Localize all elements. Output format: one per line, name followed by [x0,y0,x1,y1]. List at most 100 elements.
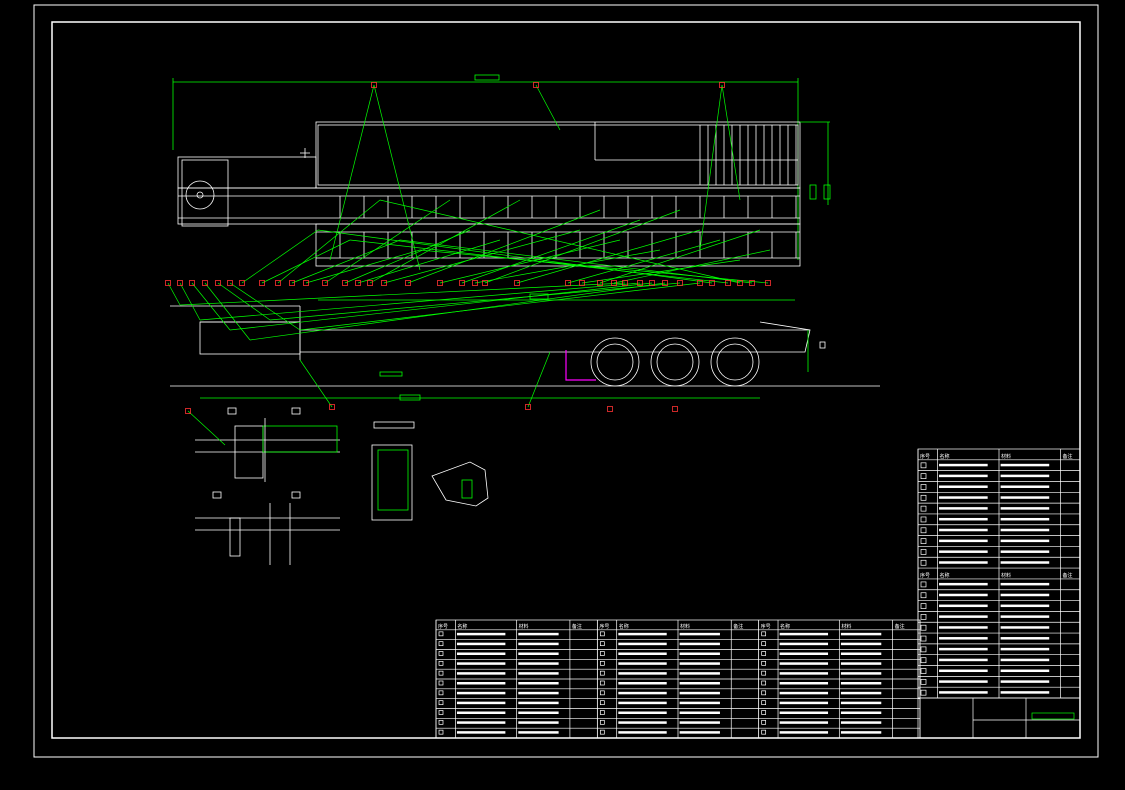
part-balloon [227,280,233,286]
bom-text-placeholder [1000,507,1050,510]
bom-text-placeholder [840,632,882,636]
leader-line [269,282,681,321]
bom-index-box [438,729,444,735]
part-balloon [355,280,361,286]
bom-index-box [599,700,605,706]
bom-text-placeholder [779,652,829,655]
bom-index-box [761,670,767,676]
bom-text-placeholder [939,528,988,532]
part-balloon [662,280,668,286]
bom-index-box [920,549,927,555]
bom-text-placeholder [1000,637,1050,640]
bom-text-placeholder [679,701,720,705]
bom-text-placeholder [456,642,506,646]
bom-text-placeholder [618,652,667,655]
part-balloon [289,280,295,286]
bom-text-placeholder [679,731,720,734]
bom-text-placeholder [618,711,667,714]
part-balloon [342,280,348,286]
bom-text-placeholder [1000,658,1050,662]
bom-index-box [599,719,605,725]
leader-line [379,199,741,284]
bom-text-placeholder [518,731,559,734]
bom-text-placeholder [618,721,667,724]
bom-text-placeholder [1000,604,1050,608]
bom-text-placeholder [1000,593,1050,597]
bom-text-placeholder [518,642,559,646]
leader-line [419,249,769,284]
bom-text-placeholder [1000,550,1050,553]
leader-line [527,351,551,408]
bom-text-placeholder [518,721,559,724]
part-balloon [371,82,377,88]
part-balloon [765,280,771,286]
leader-line [535,84,561,131]
bom-index-box [438,690,444,696]
bom-text-placeholder [840,701,882,705]
bom-index-box [599,631,605,637]
bom-text-placeholder [518,672,559,675]
bom-text-placeholder [679,711,720,714]
bom-text-placeholder [1000,528,1050,532]
part-balloon [579,280,585,286]
bom-text-placeholder [939,561,988,564]
leader-line [369,199,521,284]
bom-text-placeholder [840,721,882,724]
bom-header-cell: 序号 [920,453,930,460]
leader-line [567,239,721,284]
part-balloon [239,280,245,286]
bom-header-cell: 材料 [680,623,690,630]
bom-text-placeholder [779,691,829,695]
part-balloon [482,280,488,286]
bom-index-box [920,592,927,599]
bom-text-placeholder [939,539,988,543]
bom-text-placeholder [456,632,506,636]
bom-header-cell: 名称 [780,623,790,630]
leader-line [305,249,421,284]
bom-index-box [438,670,444,676]
bom-text-placeholder [456,701,506,705]
bom-text-placeholder [939,496,988,499]
bom-text-placeholder [939,593,988,597]
bom-index-box [438,710,444,715]
leader-line [261,239,351,284]
part-balloon [611,280,617,286]
part-balloon [719,82,725,88]
bom-index-box [920,668,927,674]
bom-index-box [761,660,767,666]
bom-text-placeholder [1000,669,1050,673]
bom-text-placeholder [840,731,882,734]
leader-line [199,282,641,321]
part-balloon [677,280,683,286]
leader-line [721,84,741,201]
bom-text-placeholder [679,642,720,646]
bom-header-cell: 材料 [519,623,529,630]
bom-text-placeholder [1000,561,1050,564]
detail-views [195,407,489,565]
leader-line [516,229,701,284]
part-balloon [259,280,265,286]
leader-line [699,84,723,251]
leader-line [291,239,401,284]
bom-index-box [438,631,444,637]
bom-index-box [761,690,767,696]
bom-header-cell: 名称 [457,623,467,630]
part-balloons [165,82,771,414]
bom-index-box [920,538,927,544]
bom-text-placeholder [779,632,829,636]
bom-text-placeholder [1000,647,1050,651]
bom-index-box [438,660,444,666]
leader-line [461,219,641,284]
bom-header-cell: 序号 [761,623,771,630]
bom-index-box [761,710,767,715]
bom-table-right-header: 序号名称材料备注序号名称材料备注 [920,453,1073,579]
part-balloon [185,408,191,414]
bom-header-cell: 材料 [1001,453,1011,460]
bom-index-box [920,646,927,653]
bom-text-placeholder [456,652,506,655]
leader-line [179,282,201,321]
bom-text-placeholder [939,615,988,618]
bom-text-placeholder [1000,517,1050,521]
part-balloon [565,280,571,286]
bom-index-box [920,614,927,620]
